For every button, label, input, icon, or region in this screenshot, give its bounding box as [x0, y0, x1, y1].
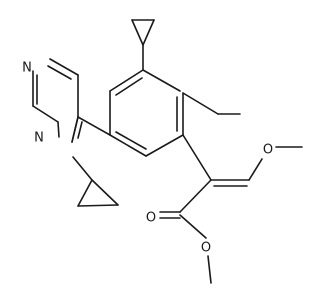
bond: [145, 134, 184, 157]
chemical-structure-diagram: N N O O O: [22, 19, 303, 284]
bond: [179, 179, 212, 213]
bond: [91, 179, 119, 206]
pyrimidine-ring: [32, 58, 83, 143]
bond: [248, 158, 263, 181]
bond: [182, 134, 212, 181]
bond: [179, 214, 207, 239]
bond: [109, 69, 144, 92]
atom-label-nitrogen-top: N: [22, 61, 32, 76]
bond: [142, 69, 181, 92]
bond: [142, 19, 155, 46]
bond: [71, 116, 79, 143]
bond: [207, 255, 212, 284]
bond: [32, 105, 59, 123]
bond: [77, 204, 119, 207]
bond: [131, 19, 144, 46]
bond: [57, 121, 60, 138]
bond: [77, 179, 93, 207]
atom-label-oxygen-ester: O: [201, 241, 211, 256]
bond: [47, 65, 72, 80]
bond: [109, 134, 147, 157]
bond: [77, 121, 83, 139]
benzene-ring: [109, 69, 184, 157]
atom-label-oxygen-carbonyl: O: [146, 211, 156, 226]
bond: [182, 92, 219, 115]
bond: [115, 77, 143, 96]
atom-label-oxygen-methoxy: O: [263, 143, 273, 158]
bond: [72, 156, 93, 181]
bond: [49, 58, 79, 76]
bottom-cyclopropyl-ring: [77, 179, 119, 207]
bond: [115, 131, 147, 150]
atom-label-nitrogen-bottom: N: [34, 131, 44, 146]
bond: [77, 116, 111, 136]
top-cyclopropyl-ring: [131, 19, 155, 46]
